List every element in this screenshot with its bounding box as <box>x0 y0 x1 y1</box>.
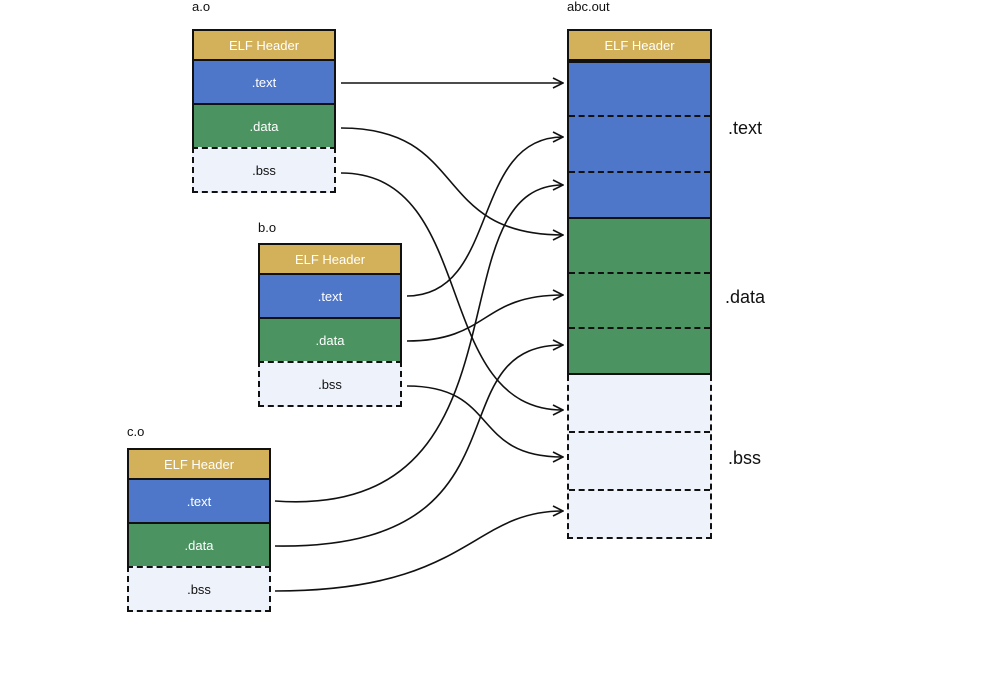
object-file-a: ELF Header .text .data .bss <box>192 29 336 193</box>
arrow-c-text <box>274 185 563 503</box>
text-section: .text <box>127 478 271 524</box>
object-file-name-b: b.o <box>258 220 277 235</box>
arrow-b-data <box>406 295 563 342</box>
section-divider <box>569 327 710 329</box>
section-divider <box>569 115 710 117</box>
output-text-label: .text <box>728 118 763 138</box>
output-text-segment <box>567 61 712 217</box>
arrow-c-data <box>274 345 563 547</box>
section-divider <box>569 489 710 491</box>
bss-section: .bss <box>258 361 402 407</box>
object-file-name-c: c.o <box>127 424 145 439</box>
output-data-label: .data <box>725 287 766 307</box>
arrow-a-data <box>340 127 563 235</box>
arrow-b-text <box>406 137 563 297</box>
object-file-b: ELF Header .text .data .bss <box>258 243 402 407</box>
output-elf-header: ELF Header <box>567 29 712 61</box>
section-divider <box>569 171 710 173</box>
elf-header-section: ELF Header <box>258 243 402 275</box>
object-file-c: ELF Header .text .data .bss <box>127 448 271 612</box>
section-divider <box>569 431 710 433</box>
output-executable: ELF Header <box>567 29 712 539</box>
arrow-b-bss <box>406 385 563 457</box>
text-section: .text <box>192 59 336 105</box>
output-bss-segment <box>567 375 712 539</box>
arrow-a-bss <box>340 172 563 410</box>
arrow-c-bss <box>274 511 563 592</box>
output-file-name: abc.out <box>567 0 610 14</box>
output-bss-label: .bss <box>728 448 762 468</box>
bss-section: .bss <box>192 147 336 193</box>
bss-section: .bss <box>127 566 271 612</box>
object-file-name-a: a.o <box>192 0 211 14</box>
output-data-segment <box>567 217 712 375</box>
section-divider <box>569 272 710 274</box>
